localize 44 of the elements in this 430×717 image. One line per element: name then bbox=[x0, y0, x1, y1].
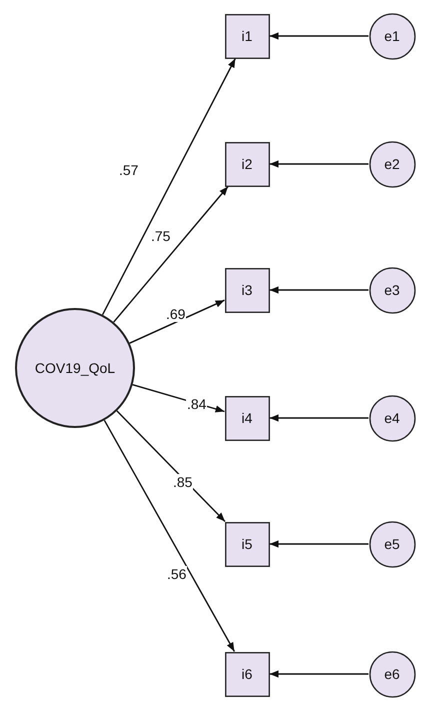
indicator-box bbox=[224, 522, 270, 566]
node-label: e6 bbox=[384, 666, 400, 682]
node-label: COV19_QoL bbox=[34, 360, 116, 376]
node-label: e2 bbox=[384, 156, 400, 172]
arrow bbox=[270, 414, 368, 422]
variable-circle bbox=[368, 12, 416, 60]
variable-circle bbox=[15, 308, 135, 428]
indicator-box bbox=[224, 652, 270, 696]
node-label: i5 bbox=[242, 536, 252, 552]
arrow bbox=[104, 420, 236, 652]
node-label: i1 bbox=[242, 28, 252, 44]
indicator-box bbox=[224, 142, 270, 186]
arrow bbox=[102, 58, 236, 316]
edge-label: .56 bbox=[166, 566, 188, 582]
arrow bbox=[129, 300, 225, 344]
node-label: e5 bbox=[384, 536, 400, 552]
node-label: e1 bbox=[384, 28, 400, 44]
variable-circle bbox=[368, 520, 416, 568]
arrow bbox=[132, 384, 225, 412]
arrow bbox=[270, 160, 368, 168]
indicator-box bbox=[224, 396, 270, 440]
node-label: e4 bbox=[384, 410, 400, 426]
arrow bbox=[116, 410, 226, 522]
node-label: e3 bbox=[384, 282, 400, 298]
node-label: i3 bbox=[242, 282, 252, 298]
node-label: i6 bbox=[242, 666, 252, 682]
arrow bbox=[270, 670, 368, 678]
node-label: i4 bbox=[242, 410, 252, 426]
node-label: i2 bbox=[242, 156, 252, 172]
variable-circle bbox=[368, 266, 416, 314]
variable-circle bbox=[368, 140, 416, 188]
edge-label: .69 bbox=[165, 306, 186, 322]
variable-circle bbox=[368, 394, 416, 442]
arrow bbox=[270, 540, 368, 548]
edge-label: .57 bbox=[118, 162, 140, 178]
edge-label: .85 bbox=[172, 474, 194, 490]
edge-label: .75 bbox=[150, 228, 172, 244]
arrow bbox=[270, 32, 368, 40]
edge-label: .84 bbox=[186, 396, 208, 412]
variable-circle bbox=[368, 650, 416, 698]
arrow bbox=[113, 186, 229, 323]
indicator-box bbox=[224, 14, 270, 58]
indicator-box bbox=[224, 268, 270, 312]
arrow bbox=[270, 286, 368, 294]
